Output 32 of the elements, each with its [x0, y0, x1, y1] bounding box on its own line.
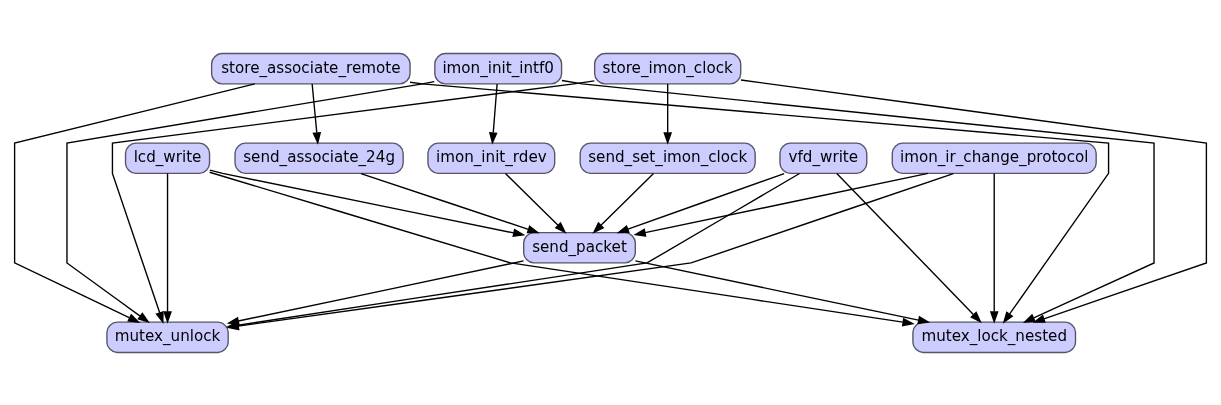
arrow — [488, 82, 498, 145]
node-box: store_imon_clock — [593, 52, 742, 84]
arrow — [634, 259, 931, 324]
arrow — [504, 172, 567, 234]
node-box: send_packet — [523, 231, 636, 264]
node-box: mutex_unlock — [106, 321, 229, 353]
arrow — [663, 82, 673, 145]
arrow — [592, 172, 655, 234]
node-box: imon_init_rdev — [427, 141, 556, 174]
node-box: vfd_write — [779, 141, 868, 174]
arrow — [163, 172, 172, 324]
arrow — [226, 259, 525, 325]
arrow — [836, 172, 982, 323]
arrow — [66, 80, 435, 323]
node-box: imon_init_intf0 — [434, 52, 563, 84]
arrow — [740, 78, 1208, 323]
arrow — [13, 82, 256, 323]
node-box: send_set_imon_clock — [579, 141, 756, 174]
arrow — [360, 172, 540, 233]
node-box: imon_ir_change_protocol — [891, 141, 1097, 174]
node-box: lcd_write — [124, 141, 211, 174]
arrow — [311, 82, 322, 145]
node-box: mutex_lock_nested — [912, 321, 1077, 353]
node-box: store_associate_remote — [210, 52, 411, 84]
arrow — [409, 81, 1110, 324]
arrow — [209, 169, 526, 237]
arrow — [633, 172, 929, 237]
node-box: send_associate_24g — [234, 141, 404, 174]
arrow — [561, 79, 1155, 323]
arrow — [616, 172, 785, 233]
arrow — [989, 172, 999, 324]
arrow — [111, 79, 595, 324]
